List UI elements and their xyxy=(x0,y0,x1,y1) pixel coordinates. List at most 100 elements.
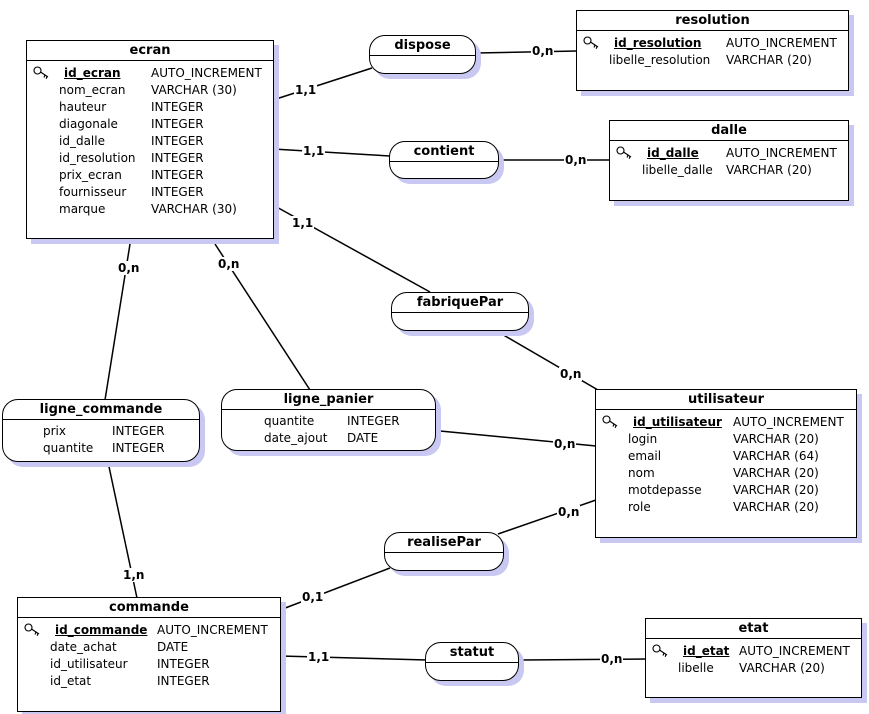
attribute-list: prix INTEGER quantite INTEGER xyxy=(3,420,199,457)
association-title: statut xyxy=(426,643,518,663)
entity-title: commande xyxy=(18,598,280,618)
attribute-type: DATE xyxy=(157,640,189,654)
attribute-name: id_resolution xyxy=(59,151,136,165)
cardinality-ecran-ligne-panier: 0,n xyxy=(217,257,241,271)
association-fabriquePar[interactable]: fabriquePar xyxy=(391,292,529,331)
attribute-name: libelle xyxy=(678,661,714,675)
link-statut-etat xyxy=(521,658,647,661)
attribute-name: fournisseur xyxy=(59,185,127,199)
association-ligne-panier[interactable]: ligne_panier quantite INTEGER date_ajout… xyxy=(221,389,436,451)
attribute-name: role xyxy=(628,500,651,514)
association-title: ligne_commande xyxy=(3,400,199,420)
attribute-name: login xyxy=(628,432,658,446)
cardinality-commande-realisePar: 0,1 xyxy=(301,590,325,604)
attribute-row: prix INTEGER xyxy=(3,423,199,440)
attribute-type: INTEGER xyxy=(157,674,210,688)
association-contient[interactable]: contient xyxy=(389,141,499,179)
cardinality-ecran-contient: 1,1 xyxy=(302,144,326,158)
association-statut[interactable]: statut xyxy=(425,642,519,681)
attribute-name: marque xyxy=(59,202,106,216)
link-dispose-resolution xyxy=(475,50,578,54)
attribute-name: libelle_dalle xyxy=(642,163,713,177)
association-realisePar[interactable]: realisePar xyxy=(384,532,504,571)
attribute-type: VARCHAR (20) xyxy=(739,661,825,675)
attribute-type: VARCHAR (64) xyxy=(733,449,819,463)
association-title: dispose xyxy=(370,36,475,56)
attribute-row: libelle VARCHAR (20) xyxy=(646,660,861,677)
association-title: realisePar xyxy=(385,533,503,553)
entity-utilisateur[interactable]: utilisateur id_utilisateur AUTO_INCREMEN… xyxy=(595,389,857,538)
key-icon xyxy=(652,644,668,657)
attribute-type: VARCHAR (30) xyxy=(151,83,237,97)
entity-dalle[interactable]: dalle id_dalle AUTO_INCREMENT libelle_da… xyxy=(609,120,849,201)
attribute-name: id_etat xyxy=(50,674,92,688)
cardinality-utilisateur-fabriquePar: 0,n xyxy=(559,367,583,381)
attribute-type: INTEGER xyxy=(151,134,204,148)
attribute-name: id_utilisateur xyxy=(50,657,128,671)
link-ecran-contient xyxy=(272,148,391,157)
attribute-name: id_ecran xyxy=(64,66,121,80)
attribute-type: INTEGER xyxy=(157,657,210,671)
attribute-row: diagonale INTEGER xyxy=(27,116,273,133)
attribute-type: VARCHAR (20) xyxy=(726,163,812,177)
key-icon xyxy=(602,415,618,428)
entity-title: ecran xyxy=(27,41,273,61)
attribute-row: id_ecran AUTO_INCREMENT xyxy=(27,65,273,82)
attribute-row: id_dalle AUTO_INCREMENT xyxy=(610,145,848,162)
link-ecran-dispose xyxy=(272,67,373,101)
key-icon xyxy=(24,623,40,636)
attribute-name: nom xyxy=(628,466,655,480)
attribute-row: id_resolution INTEGER xyxy=(27,150,273,167)
attribute-list: id_resolution AUTO_INCREMENT libelle_res… xyxy=(577,31,848,69)
attribute-type: INTEGER xyxy=(151,168,204,182)
attribute-row: id_utilisateur AUTO_INCREMENT xyxy=(596,414,856,431)
attribute-type: INTEGER xyxy=(151,117,204,131)
attribute-row: id_etat INTEGER xyxy=(18,673,280,690)
attribute-row: quantite INTEGER xyxy=(3,440,199,457)
cardinality-ecran-dispose: 1,1 xyxy=(294,83,318,97)
attribute-row: nom VARCHAR (20) xyxy=(596,465,856,482)
entity-title: dalle xyxy=(610,121,848,141)
attribute-row: prix_ecran INTEGER xyxy=(27,167,273,184)
association-ligne-commande[interactable]: ligne_commande prix INTEGER quantite INT… xyxy=(2,399,200,462)
attribute-type: AUTO_INCREMENT xyxy=(726,146,837,160)
entity-etat[interactable]: etat id_etat AUTO_INCREMENT libelle VARC… xyxy=(645,618,862,698)
entity-commande[interactable]: commande id_commande AUTO_INCREMENT date… xyxy=(17,597,281,712)
attribute-name: id_etat xyxy=(683,644,730,658)
attribute-name: motdepasse xyxy=(628,483,702,497)
attribute-name: diagonale xyxy=(59,117,118,131)
attribute-row: fournisseur INTEGER xyxy=(27,184,273,201)
entity-title: etat xyxy=(646,619,861,639)
association-dispose[interactable]: dispose xyxy=(369,35,476,74)
attribute-type: INTEGER xyxy=(151,100,204,114)
attribute-row: libelle_resolution VARCHAR (20) xyxy=(577,52,848,69)
entity-ecran[interactable]: ecran id_ecran AUTO_INCREMENT nom_ecran … xyxy=(26,40,274,239)
key-icon xyxy=(583,36,599,49)
attribute-type: INTEGER xyxy=(151,151,204,165)
attribute-row: quantite INTEGER xyxy=(222,413,435,430)
attribute-row: id_utilisateur INTEGER xyxy=(18,656,280,673)
attribute-list: id_utilisateur AUTO_INCREMENT login VARC… xyxy=(596,410,856,516)
attribute-name: id_dalle xyxy=(647,146,699,160)
entity-resolution[interactable]: resolution id_resolution AUTO_INCREMENT … xyxy=(576,10,849,91)
attribute-row: nom_ecran VARCHAR (30) xyxy=(27,82,273,99)
attribute-row: login VARCHAR (20) xyxy=(596,431,856,448)
cardinality-ecran-fabriquePar: 1,1 xyxy=(291,216,315,230)
cardinality-utilisateur-ligne-panier: 0,n xyxy=(553,437,577,451)
attribute-row: marque VARCHAR (30) xyxy=(27,201,273,218)
attribute-row: id_dalle INTEGER xyxy=(27,133,273,150)
association-title: ligne_panier xyxy=(222,390,435,410)
attribute-row: id_commande AUTO_INCREMENT xyxy=(18,622,280,639)
attribute-type: AUTO_INCREMENT xyxy=(157,623,268,637)
key-icon xyxy=(616,146,632,159)
cardinality-commande-ligne-commande: 1,n xyxy=(122,568,146,582)
cardinality-resolution-dispose: 0,n xyxy=(531,44,555,58)
attribute-name: id_resolution xyxy=(614,36,702,50)
attribute-type: INTEGER xyxy=(151,185,204,199)
attribute-type: AUTO_INCREMENT xyxy=(733,415,844,429)
attribute-name: email xyxy=(628,449,662,463)
attribute-row: id_resolution AUTO_INCREMENT xyxy=(577,35,848,52)
attribute-name: nom_ecran xyxy=(59,83,126,97)
attribute-type: VARCHAR (20) xyxy=(726,53,812,67)
key-icon xyxy=(33,66,49,79)
